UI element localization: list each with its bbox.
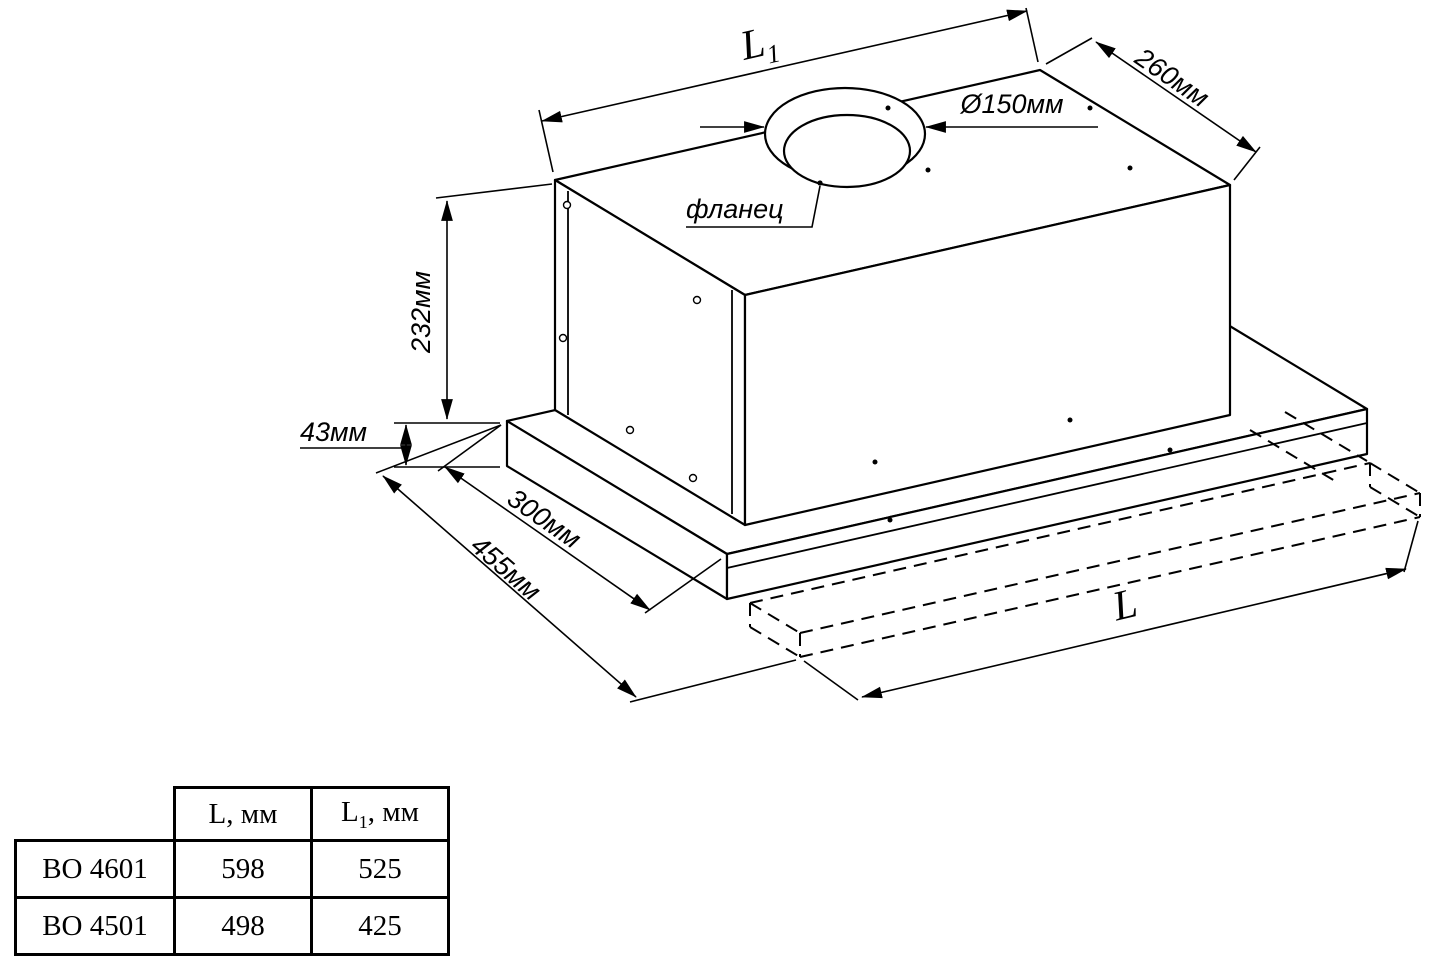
- dimension-line: [861, 567, 1407, 699]
- hidden-edge: [749, 462, 1371, 604]
- extension-line: [375, 424, 502, 474]
- extension-line: [644, 558, 722, 614]
- rivet-dot: [872, 459, 878, 465]
- table-corner-cell: [16, 788, 175, 841]
- screw-icon: [692, 295, 702, 305]
- chassis-front-face: [725, 407, 1369, 601]
- dim-260-label: 260мм: [1129, 41, 1214, 113]
- hood-drawing: L1 260мм Ø150мм фланец 232мм 43мм 30: [300, 7, 1421, 703]
- rivet-dot: [1167, 447, 1173, 453]
- hidden-edge: [1249, 429, 1341, 485]
- hidden-edge: [749, 602, 801, 634]
- rivet-dot: [1067, 417, 1073, 423]
- dim-body-height: 232мм: [394, 183, 553, 424]
- dim-43-label: 43мм: [300, 417, 367, 447]
- extension-line: [1403, 520, 1419, 573]
- body-front-face: [743, 183, 1232, 527]
- dim-diameter-label: Ø150мм: [959, 89, 1063, 119]
- extension-line: [1233, 146, 1261, 181]
- flange-label: фланец: [686, 194, 784, 224]
- dim-length-top: L1: [538, 7, 1039, 173]
- screw-icon: [562, 200, 572, 210]
- dim-232-label: 232мм: [406, 271, 436, 354]
- dim-455-label: 455мм: [465, 530, 547, 606]
- extension-line: [803, 660, 859, 701]
- dimension-line: [382, 475, 637, 698]
- model-name-cell: ВО 4601: [14, 839, 176, 899]
- hidden-edge: [1369, 486, 1421, 518]
- extension-line: [629, 659, 797, 703]
- value-L1-cell: 425: [310, 896, 450, 956]
- value-L-cell: 498: [173, 896, 313, 956]
- hidden-edge: [1369, 462, 1421, 494]
- dim-l1-label: L1: [735, 17, 783, 75]
- screw-icon: [688, 473, 698, 483]
- dim-flange-diameter: Ø150мм: [700, 89, 1098, 133]
- value-L1-cell: 525: [310, 839, 450, 899]
- extension-line: [1025, 7, 1039, 63]
- rivet-dot: [1087, 105, 1093, 111]
- flange-callout: фланец: [686, 180, 823, 228]
- table-row: ВО 4601 598 525: [14, 839, 450, 899]
- rivet-dot: [885, 105, 891, 111]
- rivet-dot: [1127, 165, 1133, 171]
- extension-line: [437, 424, 502, 472]
- column-header-L1: L1, мм: [310, 786, 450, 842]
- hood-body: [553, 68, 1232, 527]
- screw-icon: [558, 333, 568, 343]
- flange-inner-ring: [782, 113, 912, 189]
- hidden-edge: [749, 626, 801, 658]
- dim-visor-height: 43мм: [300, 417, 500, 468]
- extension-line: [435, 183, 553, 199]
- dimension-line: [1095, 41, 1257, 153]
- chassis-seam-line: [726, 422, 1368, 569]
- leader-line: [686, 185, 821, 228]
- dimension-line: [541, 9, 1028, 123]
- extension-line: [1045, 37, 1093, 65]
- leader-dot: [817, 180, 823, 186]
- model-name-cell: ВО 4501: [14, 896, 176, 956]
- rivet-dot: [887, 517, 893, 523]
- table-row: ВО 4501 498 425: [14, 896, 450, 956]
- screw-icon: [625, 425, 635, 435]
- table-header-row: L, мм L1, мм: [16, 786, 450, 842]
- rivet-dot: [925, 167, 931, 173]
- value-L-cell: 598: [173, 839, 313, 899]
- column-header-L: L, мм: [173, 786, 313, 842]
- hidden-edge: [1284, 411, 1368, 462]
- dim-l-label: L: [1107, 580, 1141, 630]
- model-dimensions-table: L, мм L1, мм ВО 4601 598 525 ВО 4501 498…: [14, 786, 450, 956]
